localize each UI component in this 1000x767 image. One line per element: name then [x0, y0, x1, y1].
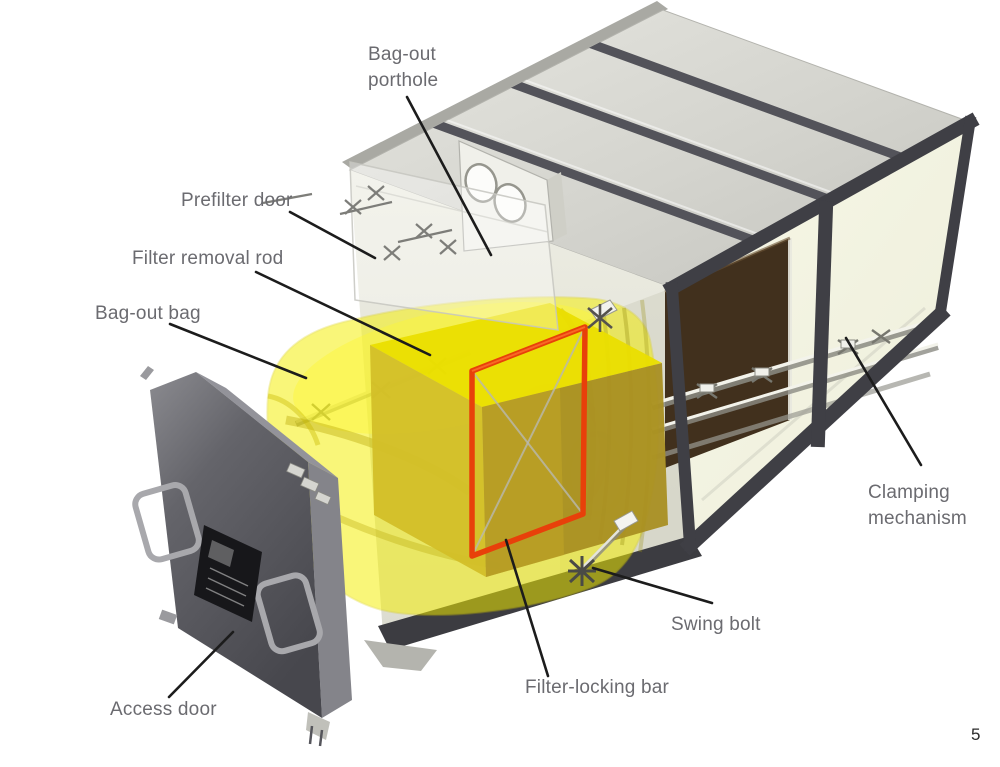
- housing-right-face: [651, 112, 980, 556]
- label-bag-out-porthole: Bag-out porthole: [368, 44, 439, 91]
- access-door-top-edge: [196, 372, 338, 478]
- label-bag-out-bag: Bag-out bag: [95, 303, 201, 324]
- access-door-label-plate: [194, 525, 262, 622]
- label-swing-bolt: Swing bolt: [671, 614, 761, 635]
- leader-filter-locking-bar: [504, 538, 550, 678]
- prefilter-door-bolts: [262, 185, 457, 261]
- leader-bag-out-bag: [168, 322, 308, 380]
- filter-media: [665, 238, 790, 468]
- access-door-handles: [132, 482, 323, 655]
- label-clamping-mechanism: Clamping mechanism: [868, 482, 967, 529]
- leader-swing-bolt: [591, 566, 714, 605]
- leader-access-door: [167, 630, 235, 699]
- leader-bag-out-porthole: [405, 95, 493, 257]
- porthole-circle-2: [493, 183, 527, 223]
- swing-bolt-main: [568, 510, 639, 586]
- housing-top-ridges: [390, 23, 949, 259]
- swing-bolt-top: [587, 299, 618, 332]
- housing-base-wedge: [364, 640, 437, 671]
- right-face-frame: [662, 112, 980, 556]
- leader-clamping-mechanism: [844, 336, 923, 467]
- access-door-group: [132, 366, 352, 747]
- filter-locking-bar-group: [469, 324, 588, 559]
- label-access-door: Access door: [110, 699, 217, 720]
- leader-filter-removal-rod: [254, 270, 432, 357]
- label-filter-removal-rod: Filter removal rod: [132, 248, 284, 269]
- leader-prefilter-door: [288, 210, 377, 260]
- label-filter-locking-bar: Filter-locking bar: [525, 677, 670, 698]
- leader-lines: [167, 95, 923, 699]
- prefilter-door-panel: [262, 161, 559, 331]
- label-prefilter-door: Prefilter door: [181, 190, 293, 211]
- access-door-side-edge: [308, 462, 352, 718]
- page-number: 5: [971, 725, 981, 744]
